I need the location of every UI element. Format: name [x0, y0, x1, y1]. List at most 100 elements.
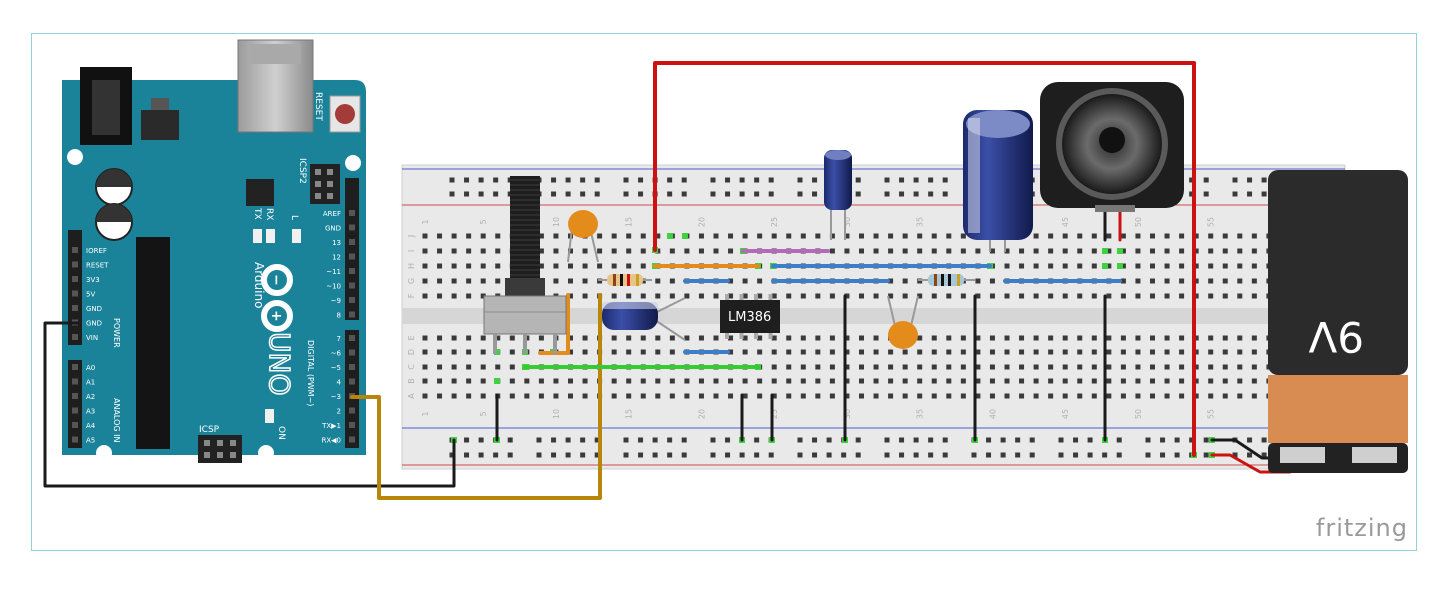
breadboard-hole [655, 378, 661, 384]
rail-hole [464, 437, 470, 443]
breadboard-hole [1237, 349, 1243, 355]
reset-button-cap[interactable] [335, 104, 355, 124]
breadboard-hole [1062, 393, 1068, 399]
rail-hole [797, 177, 803, 183]
breadboard-hole [1091, 335, 1097, 341]
breadboard-hole [1237, 293, 1243, 299]
breadboard-hole [451, 248, 457, 254]
breadboard-hole [1106, 364, 1112, 370]
breadboard-hole [611, 349, 617, 355]
rail-hole [478, 437, 484, 443]
electrolytic-capacitor-large[interactable] [963, 110, 1033, 252]
breadboard-hole [509, 364, 515, 370]
breadboard-hole [466, 393, 472, 399]
rail-hole [986, 452, 992, 458]
pin-label: 7 [337, 335, 341, 343]
rail-hole [826, 437, 832, 443]
breadboard-hole [800, 349, 806, 355]
breadboard-hole [1222, 248, 1228, 254]
breadboard-hole [917, 349, 923, 355]
rail-hole [1029, 452, 1035, 458]
breadboard-hole [844, 248, 850, 254]
header-pin [349, 239, 355, 245]
header-pin [72, 247, 78, 253]
breadboard-hole [568, 335, 573, 341]
resistor-1[interactable] [598, 274, 652, 286]
breadboard-hole [713, 393, 719, 399]
ceramic-capacitor-1[interactable] [567, 210, 599, 263]
rail-hole [638, 191, 644, 197]
breadboard-hole [495, 364, 501, 370]
electrolytic-capacitor-horizontal[interactable] [602, 297, 686, 341]
breadboard-hole [975, 393, 981, 399]
breadboard-hole [1164, 233, 1170, 239]
pin-label: A2 [86, 393, 95, 401]
breadboard-hole [626, 393, 632, 399]
chip-pin [754, 332, 758, 339]
arduino-brand-label: Arduino [252, 262, 266, 308]
breadboard-hole [480, 335, 486, 341]
battery-9v[interactable]: 9V [1268, 170, 1408, 473]
digital-header-top [345, 178, 359, 320]
breadboard-hole [1106, 349, 1112, 355]
rail-hole [812, 191, 818, 197]
breadboard-hole [568, 293, 573, 299]
breadboard-hole [1120, 364, 1126, 370]
resistor-2[interactable] [918, 274, 975, 286]
column-label: 40 [988, 409, 997, 419]
ceramic-capacitor-2[interactable] [887, 295, 919, 349]
breadboard-hole [1150, 278, 1155, 284]
breadboard-hole [931, 349, 937, 355]
header-pin [72, 290, 78, 297]
breadboard-hole [960, 335, 966, 341]
header-pin [349, 210, 355, 216]
rail-hole [928, 452, 934, 458]
breadboard-hole [931, 335, 937, 341]
breadboard-hole [1077, 378, 1083, 384]
breadboard-hole [1091, 378, 1097, 384]
rail-hole [565, 452, 571, 458]
lm386-chip[interactable]: LM386 [720, 294, 780, 339]
breadboard-hole [946, 293, 952, 299]
breadboard-hole [626, 349, 632, 355]
column-label: 25 [770, 409, 779, 419]
breadboard-hole [568, 278, 573, 284]
breadboard-hole [684, 393, 690, 399]
breadboard-hole [524, 378, 530, 384]
rail-hole [667, 452, 673, 458]
rail-hole [797, 452, 803, 458]
breadboard-hole [1004, 263, 1010, 269]
electrolytic-capacitor-small[interactable] [824, 150, 852, 240]
header-pin [72, 305, 78, 311]
breadboard-hole [771, 364, 777, 370]
breadboard-hole [829, 248, 835, 254]
breadboard-hole [1208, 278, 1214, 284]
rail-hole [1247, 437, 1253, 443]
rail-hole [913, 437, 919, 443]
breadboard-hole [931, 293, 937, 299]
resistor-band [636, 274, 639, 286]
rail-hole [565, 177, 571, 183]
breadboard-hole [640, 263, 646, 269]
rail-hole [899, 191, 905, 197]
speaker[interactable] [1040, 82, 1184, 212]
breadboard-hole [480, 293, 486, 299]
breadboard-hole [873, 233, 879, 239]
wire-red-power [653, 61, 1196, 457]
rail-hole [899, 437, 905, 443]
breadboard-hole [873, 293, 879, 299]
breadboard-hole [815, 233, 821, 239]
breadboard-hole [655, 393, 661, 399]
rail-hole [1189, 437, 1195, 443]
breadboard-hole [669, 393, 675, 399]
rail-hole [1102, 452, 1108, 458]
breadboard-hole [611, 335, 617, 341]
header-pin [72, 276, 78, 282]
rail-hole [1000, 452, 1006, 458]
potentiometer[interactable] [483, 176, 567, 354]
breadboard-hole [1193, 233, 1199, 239]
breadboard-hole [626, 335, 632, 341]
rail-hole [1247, 177, 1253, 183]
breadboard-hole [1251, 378, 1257, 384]
column-label: 25 [770, 217, 779, 227]
